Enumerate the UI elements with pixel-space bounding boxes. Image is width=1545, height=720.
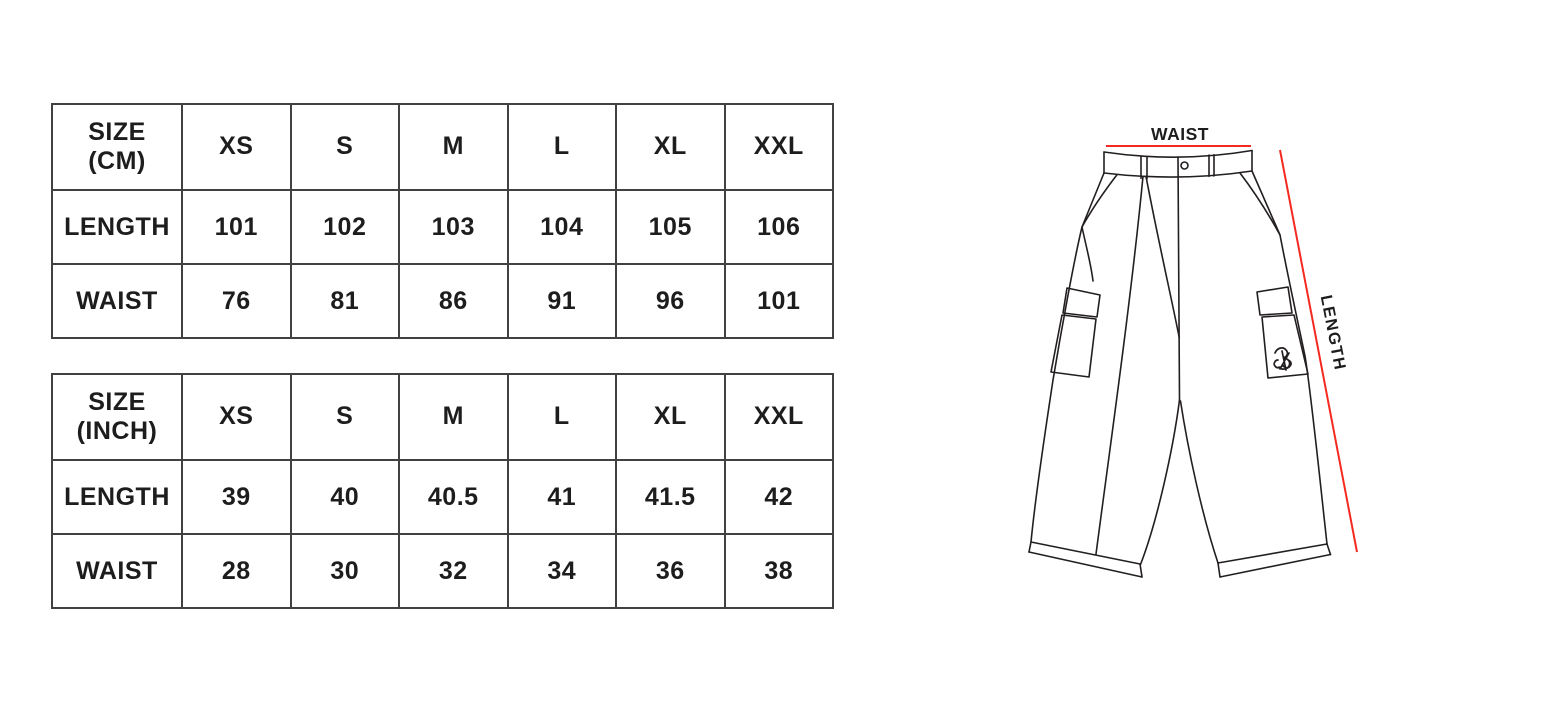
cm-title-line1: SIZE: [88, 117, 146, 146]
inch-col-header-s: S: [289, 373, 400, 461]
inch-length-xs: 39: [181, 459, 292, 535]
pants-drawing-svg: WAIST LENGTH: [1028, 124, 1358, 578]
pant-leg-left: [1028, 172, 1181, 578]
cm-row-label-waist: WAIST: [51, 263, 183, 339]
pant-leg-right: [1179, 170, 1332, 578]
cm-waist-m: 86: [398, 263, 509, 339]
inch-row-label-length: LENGTH: [51, 459, 183, 535]
cm-col-header-l: L: [506, 103, 617, 191]
inch-table-title: SIZE (INCH): [51, 373, 183, 461]
inch-col-header-xl: XL: [615, 373, 726, 461]
cm-waist-xs: 76: [181, 263, 292, 339]
cargo-pocket-right: [1256, 286, 1309, 379]
inch-length-m: 40.5: [398, 459, 509, 535]
inch-col-header-m: M: [398, 373, 509, 461]
cm-table-title: SIZE (CM): [51, 103, 183, 191]
inch-col-header-xs: XS: [181, 373, 292, 461]
inch-col-header-l: L: [506, 373, 617, 461]
cm-length-s: 102: [289, 189, 400, 265]
length-label: LENGTH: [1317, 294, 1349, 373]
cm-col-header-xs: XS: [181, 103, 292, 191]
inch-waist-l: 34: [506, 533, 617, 609]
cm-title-line2: (CM): [88, 147, 146, 175]
inch-length-l: 41: [506, 459, 617, 535]
length-measure-line: [1279, 149, 1358, 553]
size-table-inch: SIZE (INCH) XS S M L XL XXL LENGTH 39 40…: [51, 373, 834, 609]
inch-length-s: 40: [289, 459, 400, 535]
cm-col-header-xxl: XXL: [723, 103, 834, 191]
cm-length-l: 104: [506, 189, 617, 265]
hem-cuff-left: [1028, 541, 1143, 578]
inch-title-line2: (INCH): [76, 417, 158, 445]
waist-label: WAIST: [1151, 124, 1209, 144]
fly-seam: [1145, 156, 1181, 401]
cm-length-xs: 101: [181, 189, 292, 265]
cm-row-label-length: LENGTH: [51, 189, 183, 265]
cm-length-xxl: 106: [723, 189, 834, 265]
pocket-bag-left: [1081, 226, 1094, 282]
inch-waist-m: 32: [398, 533, 509, 609]
cm-waist-xl: 96: [615, 263, 726, 339]
inch-waist-xl: 36: [615, 533, 726, 609]
front-pocket-right: [1239, 172, 1281, 236]
inch-title-line1: SIZE: [88, 387, 146, 416]
inch-length-xl: 41.5: [615, 459, 726, 535]
waistband-button: [1180, 161, 1189, 170]
pants-outline: [1028, 149, 1332, 578]
inch-waist-xxl: 38: [723, 533, 834, 609]
inch-waist-s: 30: [289, 533, 400, 609]
measurement-lines: [1106, 145, 1358, 553]
cm-col-header-m: M: [398, 103, 509, 191]
cm-waist-xxl: 101: [723, 263, 834, 339]
size-table-cm: SIZE (CM) XS S M L XL XXL LENGTH 101 102…: [51, 103, 834, 339]
cm-length-xl: 105: [615, 189, 726, 265]
cm-length-m: 103: [398, 189, 509, 265]
cm-waist-l: 91: [506, 263, 617, 339]
hem-cuff-right: [1217, 543, 1332, 578]
inch-waist-xs: 28: [181, 533, 292, 609]
measurement-labels: WAIST LENGTH: [1151, 124, 1349, 372]
cm-waist-s: 81: [289, 263, 400, 339]
inch-length-xxl: 42: [723, 459, 834, 535]
belt-loops: [1140, 153, 1215, 180]
brand-monogram-logo: [1273, 347, 1292, 371]
cargo-pocket-left: [1050, 287, 1101, 378]
cm-col-header-xl: XL: [615, 103, 726, 191]
inch-col-header-xxl: XXL: [723, 373, 834, 461]
cm-col-header-s: S: [289, 103, 400, 191]
pants-technical-drawing: WAIST LENGTH: [990, 90, 1430, 610]
inch-row-label-waist: WAIST: [51, 533, 183, 609]
